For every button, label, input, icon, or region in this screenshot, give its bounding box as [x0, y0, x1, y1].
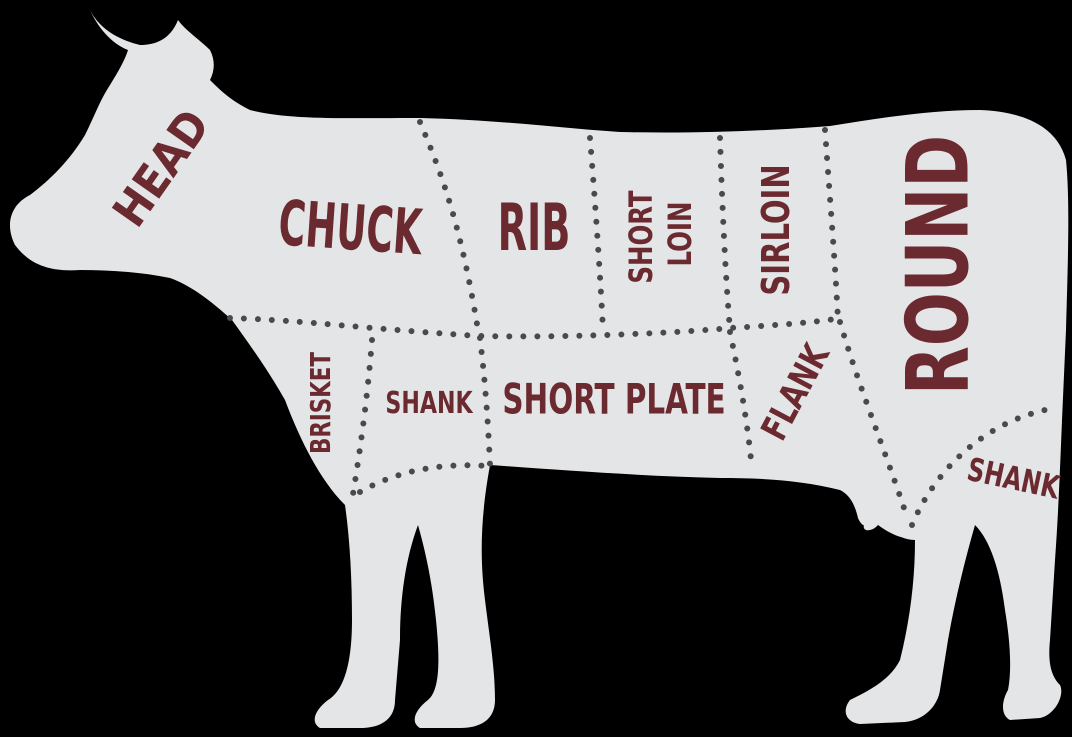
label-brisket: BRISKET [305, 352, 337, 454]
label-sirloin: SIRLOIN [754, 164, 798, 295]
label-chuck: CHUCK [276, 188, 426, 270]
label-fore-shank: SHANK [385, 387, 473, 421]
label-round: ROUND [888, 135, 989, 395]
label-rib: RIB [498, 190, 571, 266]
label-short-plate: SHORT PLATE [502, 375, 725, 424]
label-short-loin-line2: LOIN [662, 202, 700, 267]
label-short-loin-line1: SHORT [623, 190, 661, 284]
